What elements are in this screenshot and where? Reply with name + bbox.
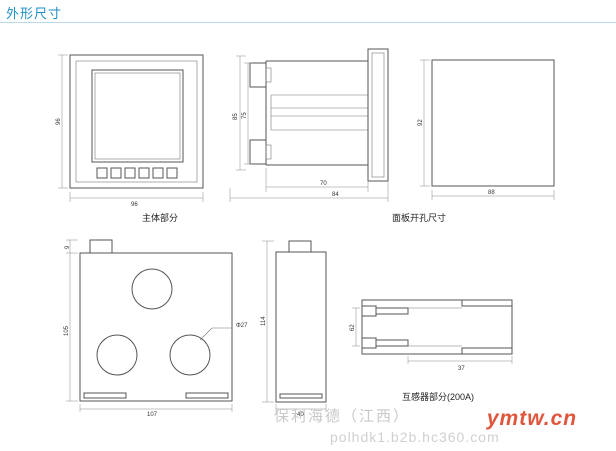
caption-transformer: 互感器部分(200A) xyxy=(402,391,474,402)
section-title: 外形尺寸 xyxy=(6,6,63,21)
ct-top-view: 62 37 xyxy=(350,299,513,372)
dim-side-70: 70 xyxy=(320,181,327,187)
dim-ct-37: 37 xyxy=(458,366,465,372)
dim-side-75: 75 xyxy=(242,112,248,119)
dim-front-width: 96 xyxy=(131,202,138,208)
title-divider xyxy=(0,22,616,23)
caption-main-body: 主体部分 xyxy=(142,212,178,223)
dim-cutout-height: 92 xyxy=(418,119,424,126)
dim-cutout-width: 88 xyxy=(488,190,495,196)
dim-ct-9: 9 xyxy=(65,245,71,249)
front-view: 96 96 xyxy=(56,54,204,208)
watermark-logo: ymtw.cn xyxy=(462,406,602,432)
ct-front-view: Φ27 9 105 107 xyxy=(64,239,248,418)
dim-ct-hole: Φ27 xyxy=(236,323,248,329)
dim-ct-107: 107 xyxy=(147,412,158,418)
dim-ct-40: 40 xyxy=(297,412,304,418)
dim-side-85: 85 xyxy=(233,113,239,120)
dim-front-height: 96 xyxy=(56,118,62,125)
side-view: 85 75 70 84 xyxy=(229,48,389,202)
watermark-company: 保利海德（江西） xyxy=(274,407,410,425)
caption-panel-cutout: 面板开孔尺寸 xyxy=(392,212,446,223)
dim-ct-62: 62 xyxy=(350,324,356,331)
watermark-url: polhdk1.b2b.hc360.com xyxy=(330,429,500,445)
dim-side-84: 84 xyxy=(332,192,339,198)
dim-ct-114: 114 xyxy=(261,316,267,326)
front-buttons xyxy=(96,167,178,179)
dim-ct-105: 105 xyxy=(64,325,70,336)
panel-cutout-view: 92 88 xyxy=(418,59,555,200)
ct-side-view: 114 40 xyxy=(261,240,327,418)
